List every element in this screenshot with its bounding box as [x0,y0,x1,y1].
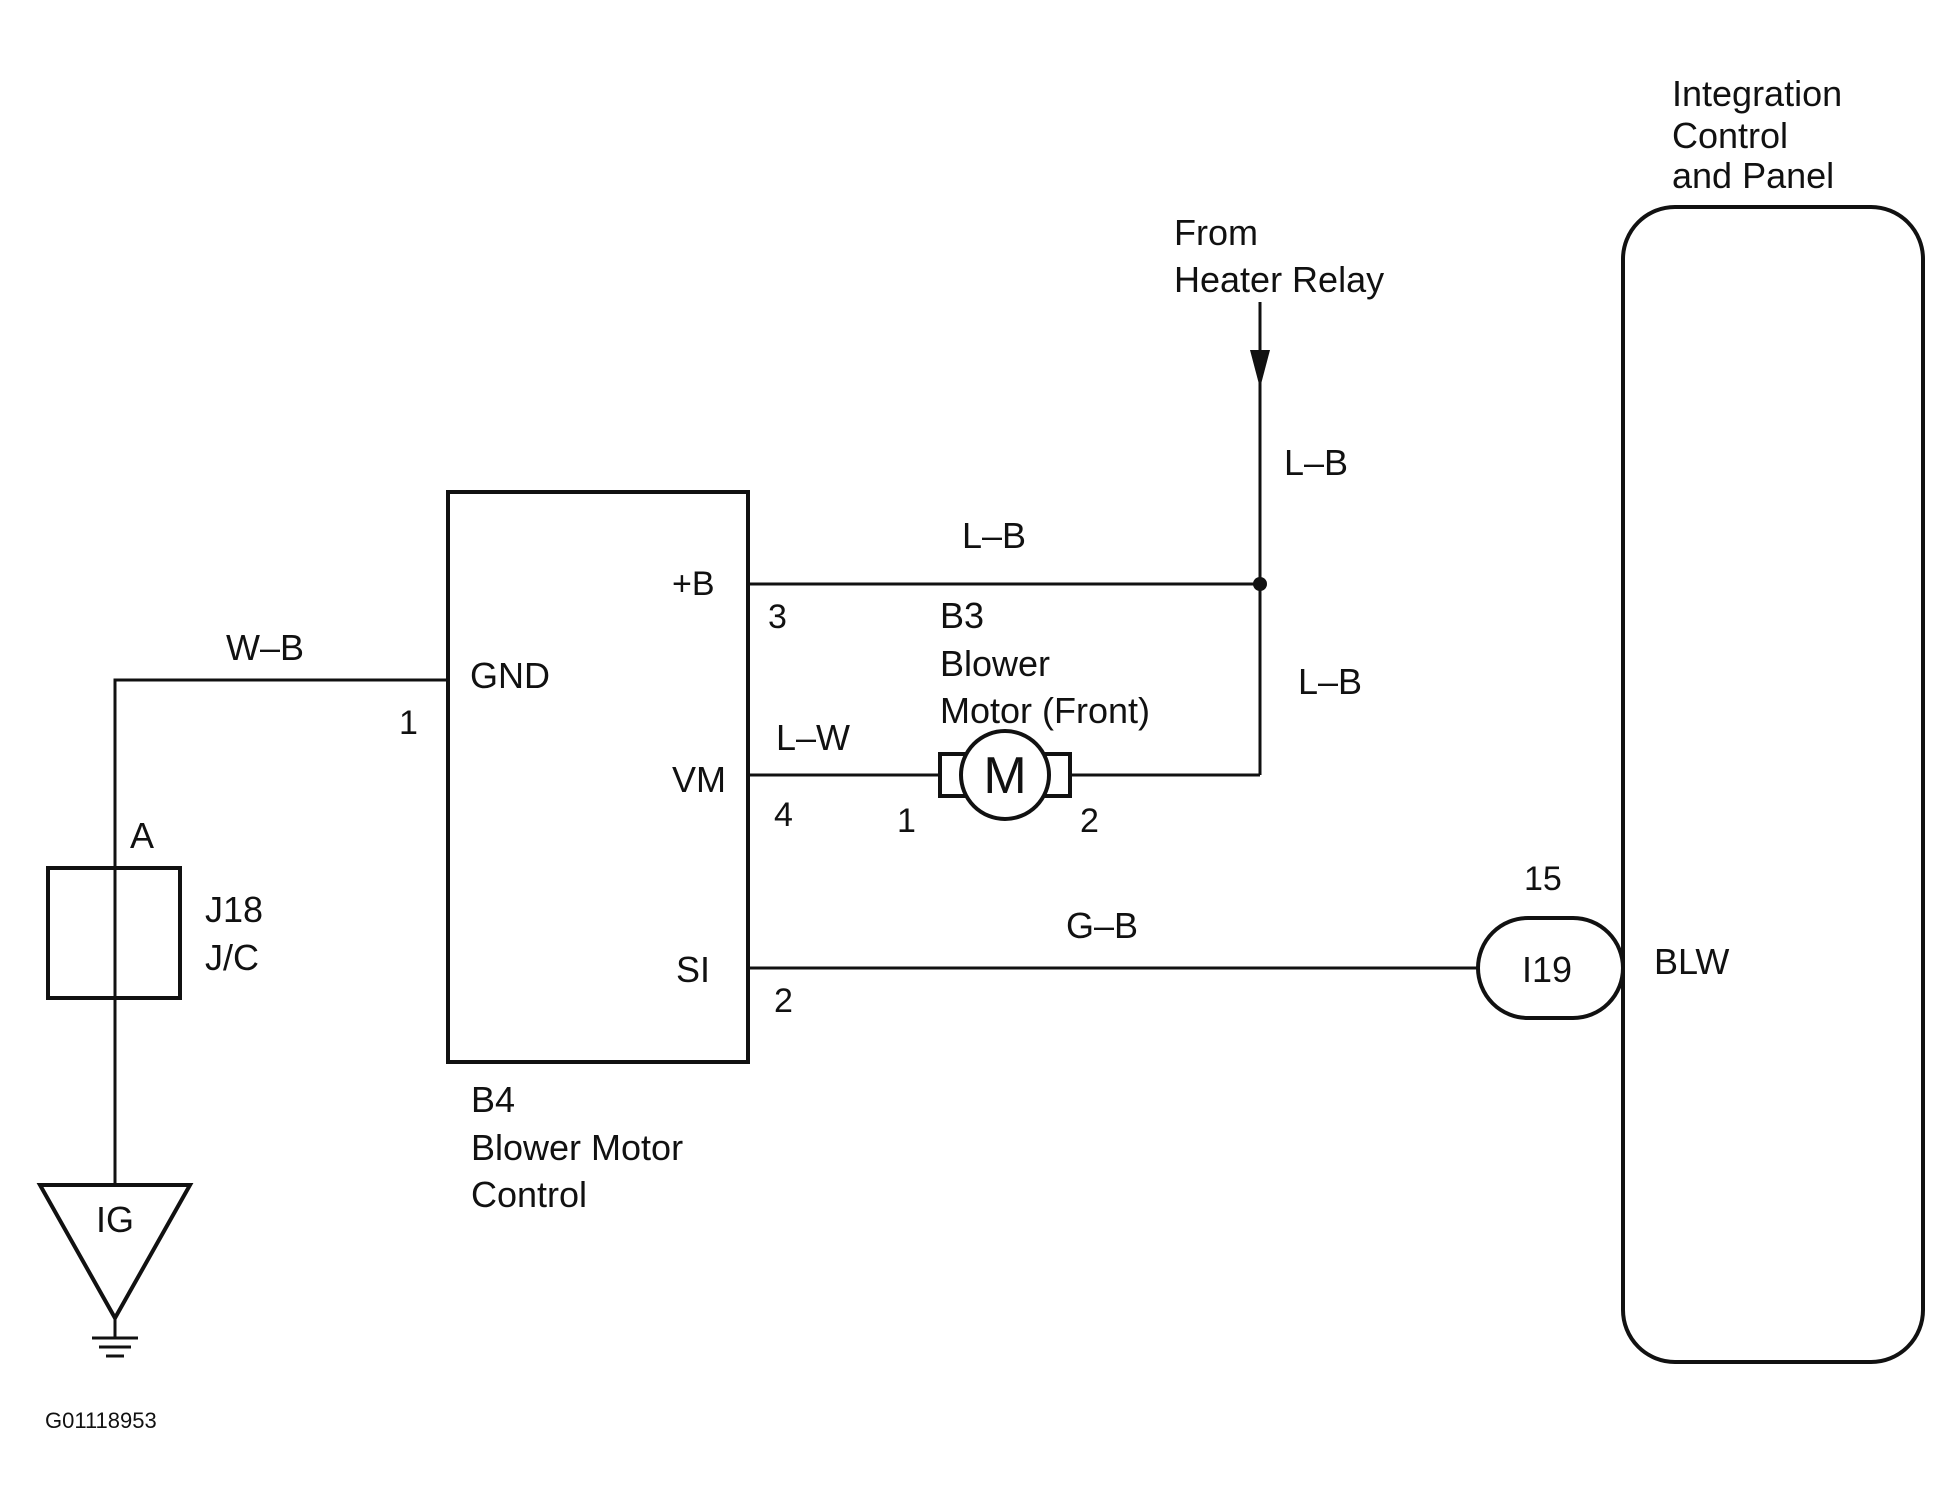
junction-label-1: J18 [205,889,263,930]
pin-motor-in: 1 [897,802,916,840]
heater-relay-label-1: From [1174,212,1258,253]
wire-motor-return: L–B [1070,661,1362,777]
wire-gnd: W–B 1 [113,627,448,1185]
terminal-vm-label: VM [672,759,726,800]
integration-control-panel: Integration Control and Panel BLW [1621,73,1925,1364]
wire-plus-b: L–B 3 [748,515,1267,636]
connector-i19-label: I19 [1522,949,1572,990]
junction-pin-a: A [130,815,154,856]
wire-si: G–B 2 I19 15 [748,860,1625,1020]
pin-si: 2 [774,982,793,1020]
heater-relay-feed: From Heater Relay L–B [1174,212,1384,775]
ignition-triangle [36,1183,194,1323]
wire-label-si: G–B [1066,905,1138,946]
pin-plus-b: 3 [768,598,787,636]
blower-motor-control-label-2: Blower Motor [471,1127,683,1168]
ignition-label: IG [96,1199,134,1240]
blower-motor-label-3: Motor (Front) [940,690,1150,731]
integration-panel-title-1: Integration [1672,73,1842,114]
pin-vm: 4 [774,796,793,834]
heater-relay-label-2: Heater Relay [1174,259,1384,300]
terminal-si-label: SI [676,949,710,990]
motor-icon: M [938,729,1072,821]
blower-motor-control-box [446,490,750,1064]
blower-motor-control: +B GND VM SI B4 Blower Motor Control [446,490,750,1215]
pin-gnd: 1 [399,704,418,742]
terminal-blw-label: BLW [1654,941,1729,982]
wire-label-vm: L–W [776,717,850,758]
junction-dot [1253,577,1267,591]
blower-motor: B3 Blower Motor (Front) M 1 2 [897,595,1150,840]
blower-motor-label-1: B3 [940,595,984,636]
connector-i19 [1476,916,1625,1020]
ground-icon [92,1318,138,1358]
blower-motor-control-label-1: B4 [471,1079,515,1120]
integration-panel-title-3: and Panel [1672,155,1834,196]
wire-label-gnd: W–B [226,627,304,668]
ignition-ground: IG [36,1183,194,1358]
arrow-down-icon [1250,350,1270,388]
wire-label-relay-feed: L–B [1284,442,1348,483]
integration-panel-title-2: Control [1672,115,1788,156]
figure-id: G01118953 [45,1408,157,1433]
wire-label-plus-b: L–B [962,515,1026,556]
terminal-plus-b-label: +B [672,565,715,603]
integration-panel-box [1621,205,1925,1364]
terminal-gnd-label: GND [470,655,550,696]
gnd-wire [113,678,448,1185]
pin-motor-out: 2 [1080,802,1099,840]
wire-vm: L–W 4 [748,717,940,834]
junction-connector-j18: A J18 J/C [46,815,263,1000]
connector-i19-pin: 15 [1524,860,1562,898]
junction-label-2: J/C [205,937,259,978]
motor-circle [959,729,1051,821]
wire-label-motor-return: L–B [1298,661,1362,702]
blower-motor-control-label-3: Control [471,1174,587,1215]
blower-motor-label-2: Blower [940,643,1050,684]
motor-symbol: M [983,747,1026,805]
